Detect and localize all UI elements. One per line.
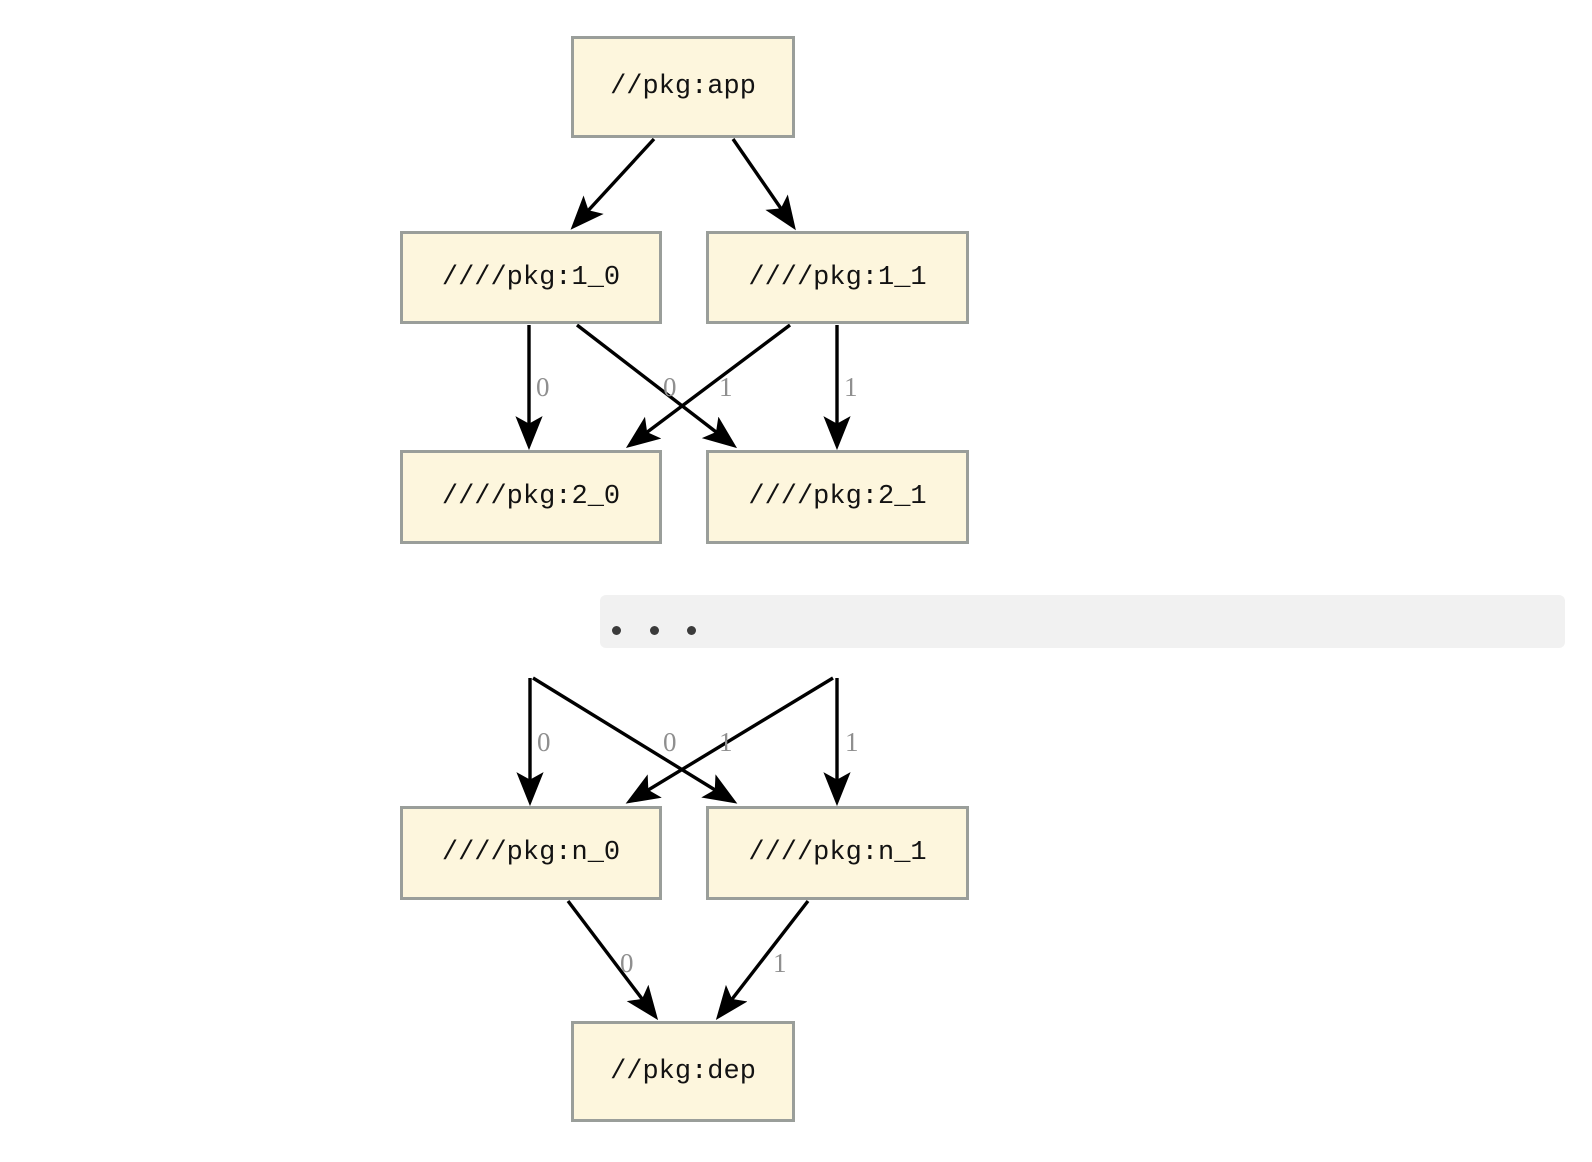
edge-label-1_1-to-2_0: 1: [719, 372, 733, 402]
edges-group: [515, 137, 851, 1021]
node-n2_0[interactable]: ////pkg:2_0: [400, 450, 662, 544]
edge-prev2-to-n_0: [625, 676, 834, 804]
node-nn_0[interactable]: ////pkg:n_0: [400, 806, 662, 900]
edge-n_0-to-dep: [566, 899, 659, 1021]
edge-label-prev2-to-n_1: 1: [845, 727, 859, 757]
node-dep[interactable]: //pkg:dep: [571, 1021, 795, 1122]
node-n2_1[interactable]: ////pkg:2_1: [706, 450, 969, 544]
edge-label-n_0-to-dep: 0: [620, 948, 634, 978]
node-label: ////pkg:2_1: [748, 482, 927, 512]
node-label: ////pkg:1_1: [748, 262, 927, 293]
edge-1_0-to-2_1: [575, 323, 738, 449]
ellipsis-dot-2: [687, 626, 696, 635]
edge-app-to-1_1: [731, 138, 796, 231]
collapsed-levels-band: [600, 595, 1565, 648]
node-label: ////pkg:2_0: [441, 482, 621, 512]
edge-label-1_0-to-2_1: 0: [663, 372, 677, 402]
node-label: ////pkg:n_1: [748, 838, 927, 868]
node-label: ////pkg:1_0: [441, 262, 621, 293]
edge-label-prev-to-n_0: 0: [537, 727, 551, 757]
node-n1_0[interactable]: ////pkg:1_0: [400, 231, 662, 324]
ellipsis-dot-0: [612, 626, 621, 635]
edge-prev-to-n_1: [532, 676, 738, 804]
node-n1_1[interactable]: ////pkg:1_1: [706, 231, 969, 324]
node-label: //pkg:dep: [610, 1056, 756, 1087]
edge-label-prev-to-n_1: 0: [663, 727, 677, 757]
edge-label-n_1-to-dep: 1: [773, 948, 787, 978]
node-nn_1[interactable]: ////pkg:n_1: [706, 806, 969, 900]
edge-app-to-1_0: [570, 137, 656, 230]
edge-n_1-to-dep: [715, 899, 810, 1021]
edge-1_1-to-2_0: [625, 323, 792, 449]
node-app[interactable]: //pkg:app: [571, 36, 795, 138]
edge-label-1_0-to-2_0: 0: [536, 372, 550, 402]
edge-label-prev2-to-n_0: 1: [719, 727, 733, 757]
ellipsis-dot-1: [650, 626, 659, 635]
edge-label-1_1-to-2_1: 1: [844, 372, 858, 402]
node-label: //pkg:app: [610, 72, 756, 102]
node-label: ////pkg:n_0: [441, 838, 621, 868]
